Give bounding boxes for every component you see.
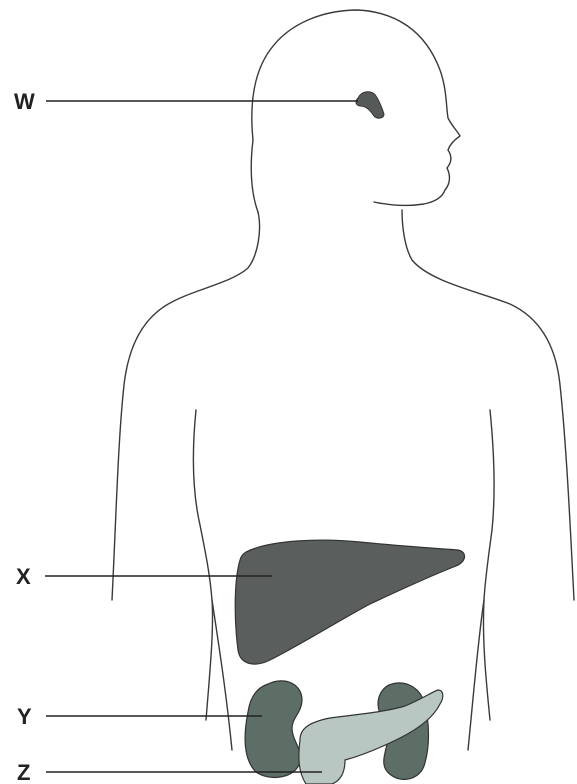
left-hip-line (212, 600, 232, 750)
label-w: W (14, 89, 35, 114)
left-waist-line (193, 410, 212, 720)
head-outline (251, 10, 460, 212)
right-waist-line (483, 410, 494, 720)
label-x: X (16, 564, 31, 589)
organ-y-left-kidney (245, 681, 302, 778)
label-z: Z (17, 760, 30, 784)
right-hip-line (468, 600, 484, 750)
torso-outline (112, 212, 260, 600)
neck-shoulder-right (402, 210, 574, 600)
organ-w (356, 92, 384, 118)
label-y: Y (17, 704, 32, 729)
organ-x (235, 540, 464, 664)
